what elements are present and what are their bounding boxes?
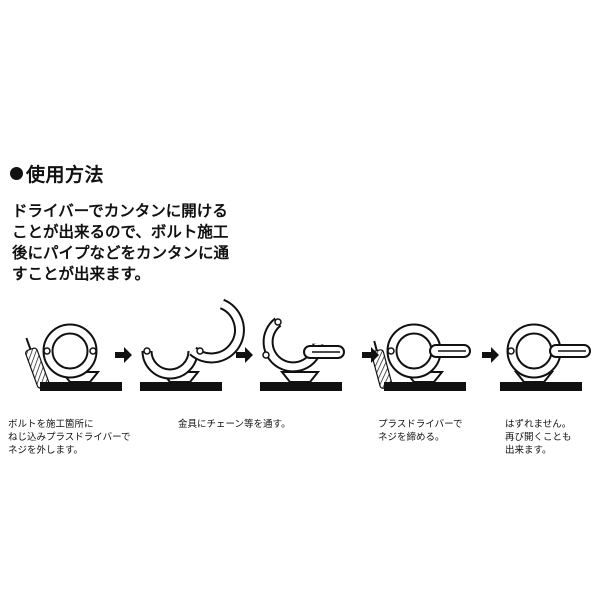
step-4-illustration <box>371 323 471 391</box>
usage-diagram <box>25 298 591 391</box>
caption-line: はずれません。 <box>505 419 572 430</box>
step-caption-1: ボルトを施工箇所に ねじ込みプラスドライバーで ネジを外します。 <box>8 418 131 457</box>
screw-icon <box>43 347 51 355</box>
chain-link-icon <box>429 344 471 358</box>
description-line: すことが出来ます。 <box>12 265 150 283</box>
caption-line: ネジを締める。 <box>378 432 445 443</box>
description-line: ことが出来るので、ボルト施工 <box>12 223 229 241</box>
step-1-illustration <box>25 323 122 391</box>
screw-icon <box>89 347 97 355</box>
step-2-illustration <box>140 298 245 391</box>
chain-link-icon <box>303 345 345 359</box>
right-arrow-icon <box>115 347 132 363</box>
section-title-text: 使用方法 <box>26 164 105 186</box>
caption-line: 出来ます。 <box>505 445 552 456</box>
screw-icon <box>507 347 515 355</box>
step-caption-2: 金具にチェーン等を通す。 <box>178 418 291 431</box>
bullet-icon <box>10 167 23 180</box>
screw-icon <box>143 347 151 355</box>
caption-line: 再び開くことも <box>505 432 572 443</box>
step-3-illustration <box>260 317 345 391</box>
screw-icon <box>262 351 270 359</box>
description-line: ドライバーでカンタンに開ける <box>12 202 228 220</box>
step-caption-3: プラスドライバーで ネジを締める。 <box>378 418 463 444</box>
step-caption-4: はずれません。 再び開くことも 出来ます。 <box>505 418 572 457</box>
ring-bolt-base <box>279 371 321 383</box>
step-5-illustration <box>500 323 591 391</box>
mounting-surface <box>500 382 582 391</box>
right-arrow-icon <box>482 347 499 363</box>
section-title: 使用方法 <box>10 160 104 187</box>
screw-icon <box>274 318 282 326</box>
mounting-surface <box>384 382 466 391</box>
screw-icon <box>196 347 204 355</box>
mounting-surface <box>40 382 122 391</box>
caption-line: ネジを外します。 <box>8 445 84 456</box>
description: ドライバーでカンタンに開ける ことが出来るので、ボルト施工 後にパイプなどをカン… <box>12 201 242 285</box>
screw-icon <box>387 347 395 355</box>
caption-line: 金具にチェーン等を通す。 <box>178 419 291 430</box>
mounting-surface <box>140 382 222 391</box>
caption-line: ねじ込みプラスドライバーで <box>8 432 131 443</box>
screwdriver-icon <box>371 340 393 389</box>
mounting-surface <box>260 382 342 391</box>
chain-link-icon <box>549 344 591 358</box>
caption-line: ボルトを施工箇所に <box>8 419 94 430</box>
screwdriver-icon <box>25 337 50 389</box>
caption-line: プラスドライバーで <box>378 419 463 430</box>
right-arrow-icon <box>236 347 253 363</box>
description-line: 後にパイプなどをカンタンに通 <box>12 244 230 262</box>
